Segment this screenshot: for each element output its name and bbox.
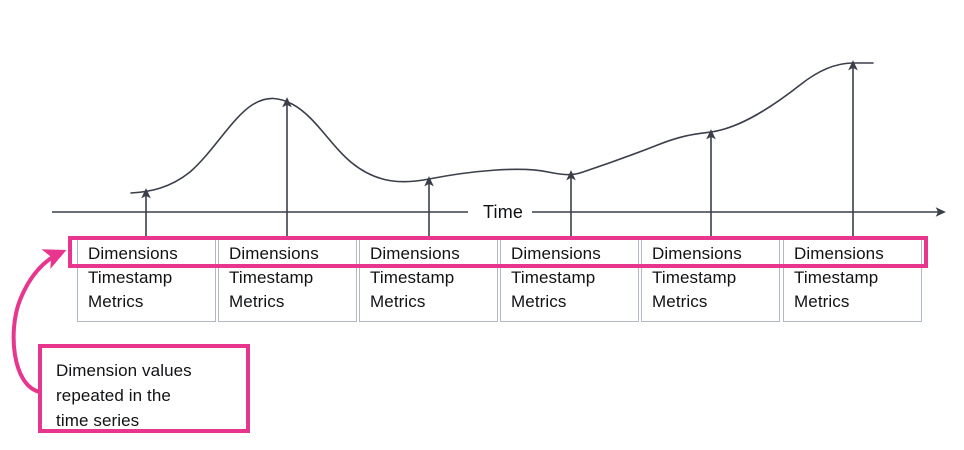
record-dimensions-label: Dimensions — [652, 244, 742, 263]
record-timestamp-label: Timestamp — [794, 268, 879, 287]
record-metrics-label: Metrics — [88, 292, 144, 311]
record-metrics-label: Metrics — [370, 292, 426, 311]
record-box-2[interactable]: Dimensions Timestamp Metrics — [218, 236, 357, 322]
time-series-curve — [130, 62, 874, 194]
record-timestamp-label: Timestamp — [88, 268, 173, 287]
record-dimensions-label: Dimensions — [88, 244, 178, 263]
callout-annotation-box: Dimension values repeated in the time se… — [38, 344, 250, 433]
callout-connector-arrow — [11, 249, 67, 394]
time-axis-label: Time — [474, 202, 533, 222]
record-box-4[interactable]: Dimensions Timestamp Metrics — [500, 236, 639, 322]
record-timestamp-label: Timestamp — [652, 268, 737, 287]
callout-line-3: time series — [56, 411, 140, 430]
record-timestamp-label: Timestamp — [511, 268, 596, 287]
callout-line-1: Dimension values — [56, 361, 192, 380]
record-metrics-label: Metrics — [511, 292, 567, 311]
record-dimensions-label: Dimensions — [370, 244, 460, 263]
record-metrics-label: Metrics — [652, 292, 708, 311]
record-box-3[interactable]: Dimensions Timestamp Metrics — [359, 236, 498, 322]
record-box-6[interactable]: Dimensions Timestamp Metrics — [783, 236, 922, 322]
record-dimensions-label: Dimensions — [229, 244, 319, 263]
record-box-5[interactable]: Dimensions Timestamp Metrics — [641, 236, 780, 322]
record-timestamp-label: Timestamp — [229, 268, 314, 287]
callout-line-2: repeated in the — [56, 386, 171, 405]
record-metrics-label: Metrics — [794, 292, 850, 311]
record-timestamp-label: Timestamp — [370, 268, 455, 287]
record-metrics-label: Metrics — [229, 292, 285, 311]
record-dimensions-label: Dimensions — [511, 244, 601, 263]
record-dimensions-label: Dimensions — [794, 244, 884, 263]
record-box-1[interactable]: Dimensions Timestamp Metrics — [77, 236, 216, 322]
